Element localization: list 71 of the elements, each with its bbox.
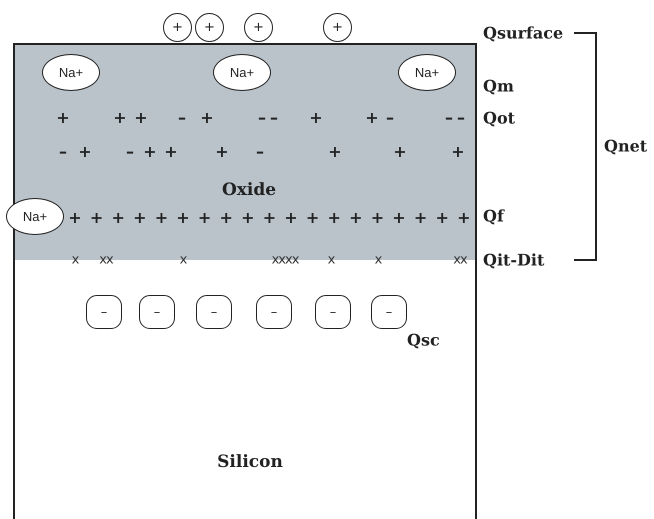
charge-sign: + [327, 210, 341, 226]
charge-sign: – [457, 110, 465, 126]
charge-sign: + [215, 144, 229, 160]
charge-sign: – [258, 110, 266, 126]
charge-label: Qsurface [483, 24, 564, 42]
charge-sign: – [270, 110, 278, 126]
sodium-ion-ellipse: Na+ [213, 54, 271, 91]
charge-sign: + [457, 210, 470, 226]
positive-charge-circle: + [163, 13, 192, 42]
negative-charge-box: – [315, 295, 351, 329]
charge-sign: + [241, 210, 254, 226]
oxide-label: Oxide [222, 180, 276, 200]
charge-sign: + [176, 210, 190, 226]
charge-sign: + [435, 210, 449, 226]
positive-charge-circle: + [244, 13, 273, 42]
charge-sign: + [309, 110, 323, 126]
charge-sign: + [111, 210, 125, 226]
charge-sign: + [113, 110, 127, 126]
charge-sign: – [178, 110, 186, 126]
charge-sign: + [198, 210, 212, 226]
charge-sign: + [68, 210, 82, 226]
interface-trap-mark: xxxx [272, 254, 298, 266]
charge-sign: + [349, 210, 362, 226]
charge-label: Qm [483, 76, 514, 96]
charge-sign: + [133, 210, 146, 226]
charge-sign: – [386, 110, 394, 126]
charge-label: Qf [483, 206, 504, 226]
charge-sign: + [134, 110, 148, 126]
negative-charge-box: – [256, 295, 292, 329]
charge-sign: + [451, 144, 465, 160]
charge-sign: + [164, 144, 178, 160]
charge-sign: + [392, 210, 406, 226]
charge-sign: – [59, 144, 67, 160]
charge-sign: + [370, 210, 384, 226]
interface-trap-mark: xx [99, 254, 113, 266]
charge-sign: + [365, 110, 379, 126]
charge-sign: + [262, 210, 276, 226]
charge-sign: – [256, 144, 264, 160]
interface-trap-mark: x [328, 254, 334, 266]
interface-trap-mark: x [180, 254, 186, 266]
charge-sign: + [414, 210, 428, 226]
charge-sign: + [219, 210, 233, 226]
charge-label: Qnet [604, 136, 648, 156]
positive-charge-circle: + [195, 13, 224, 42]
charge-sign: + [200, 110, 214, 126]
charge-sign: + [284, 210, 298, 226]
charge-sign: + [328, 144, 342, 160]
interface-trap-mark: x [72, 254, 78, 266]
oxide-layer [13, 43, 477, 262]
charge-sign: + [393, 144, 407, 160]
negative-charge-box: – [86, 295, 122, 329]
negative-charge-box: – [139, 295, 175, 329]
charge-label: Qit-Dit [483, 250, 544, 270]
charge-sign: + [56, 110, 70, 126]
interface-trap-mark: xx [453, 254, 467, 266]
charge-label: Qsc [407, 330, 440, 350]
sodium-ion-ellipse: Na+ [398, 54, 456, 91]
negative-charge-box: – [196, 295, 232, 329]
charge-sign: + [306, 210, 320, 226]
charge-sign: + [154, 210, 168, 226]
charge-sign: – [445, 110, 453, 126]
interface-trap-mark: x [374, 254, 382, 266]
sodium-ion-ellipse: Na+ [42, 54, 100, 91]
charge-sign: + [78, 144, 92, 160]
positive-charge-circle: + [323, 13, 352, 42]
charge-sign: + [90, 210, 104, 226]
charge-sign: + [143, 144, 157, 160]
negative-charge-box: – [371, 295, 407, 329]
charge-label: Qot [483, 108, 515, 128]
charge-sign: – [126, 144, 134, 160]
silicon-label: Silicon [217, 452, 283, 472]
